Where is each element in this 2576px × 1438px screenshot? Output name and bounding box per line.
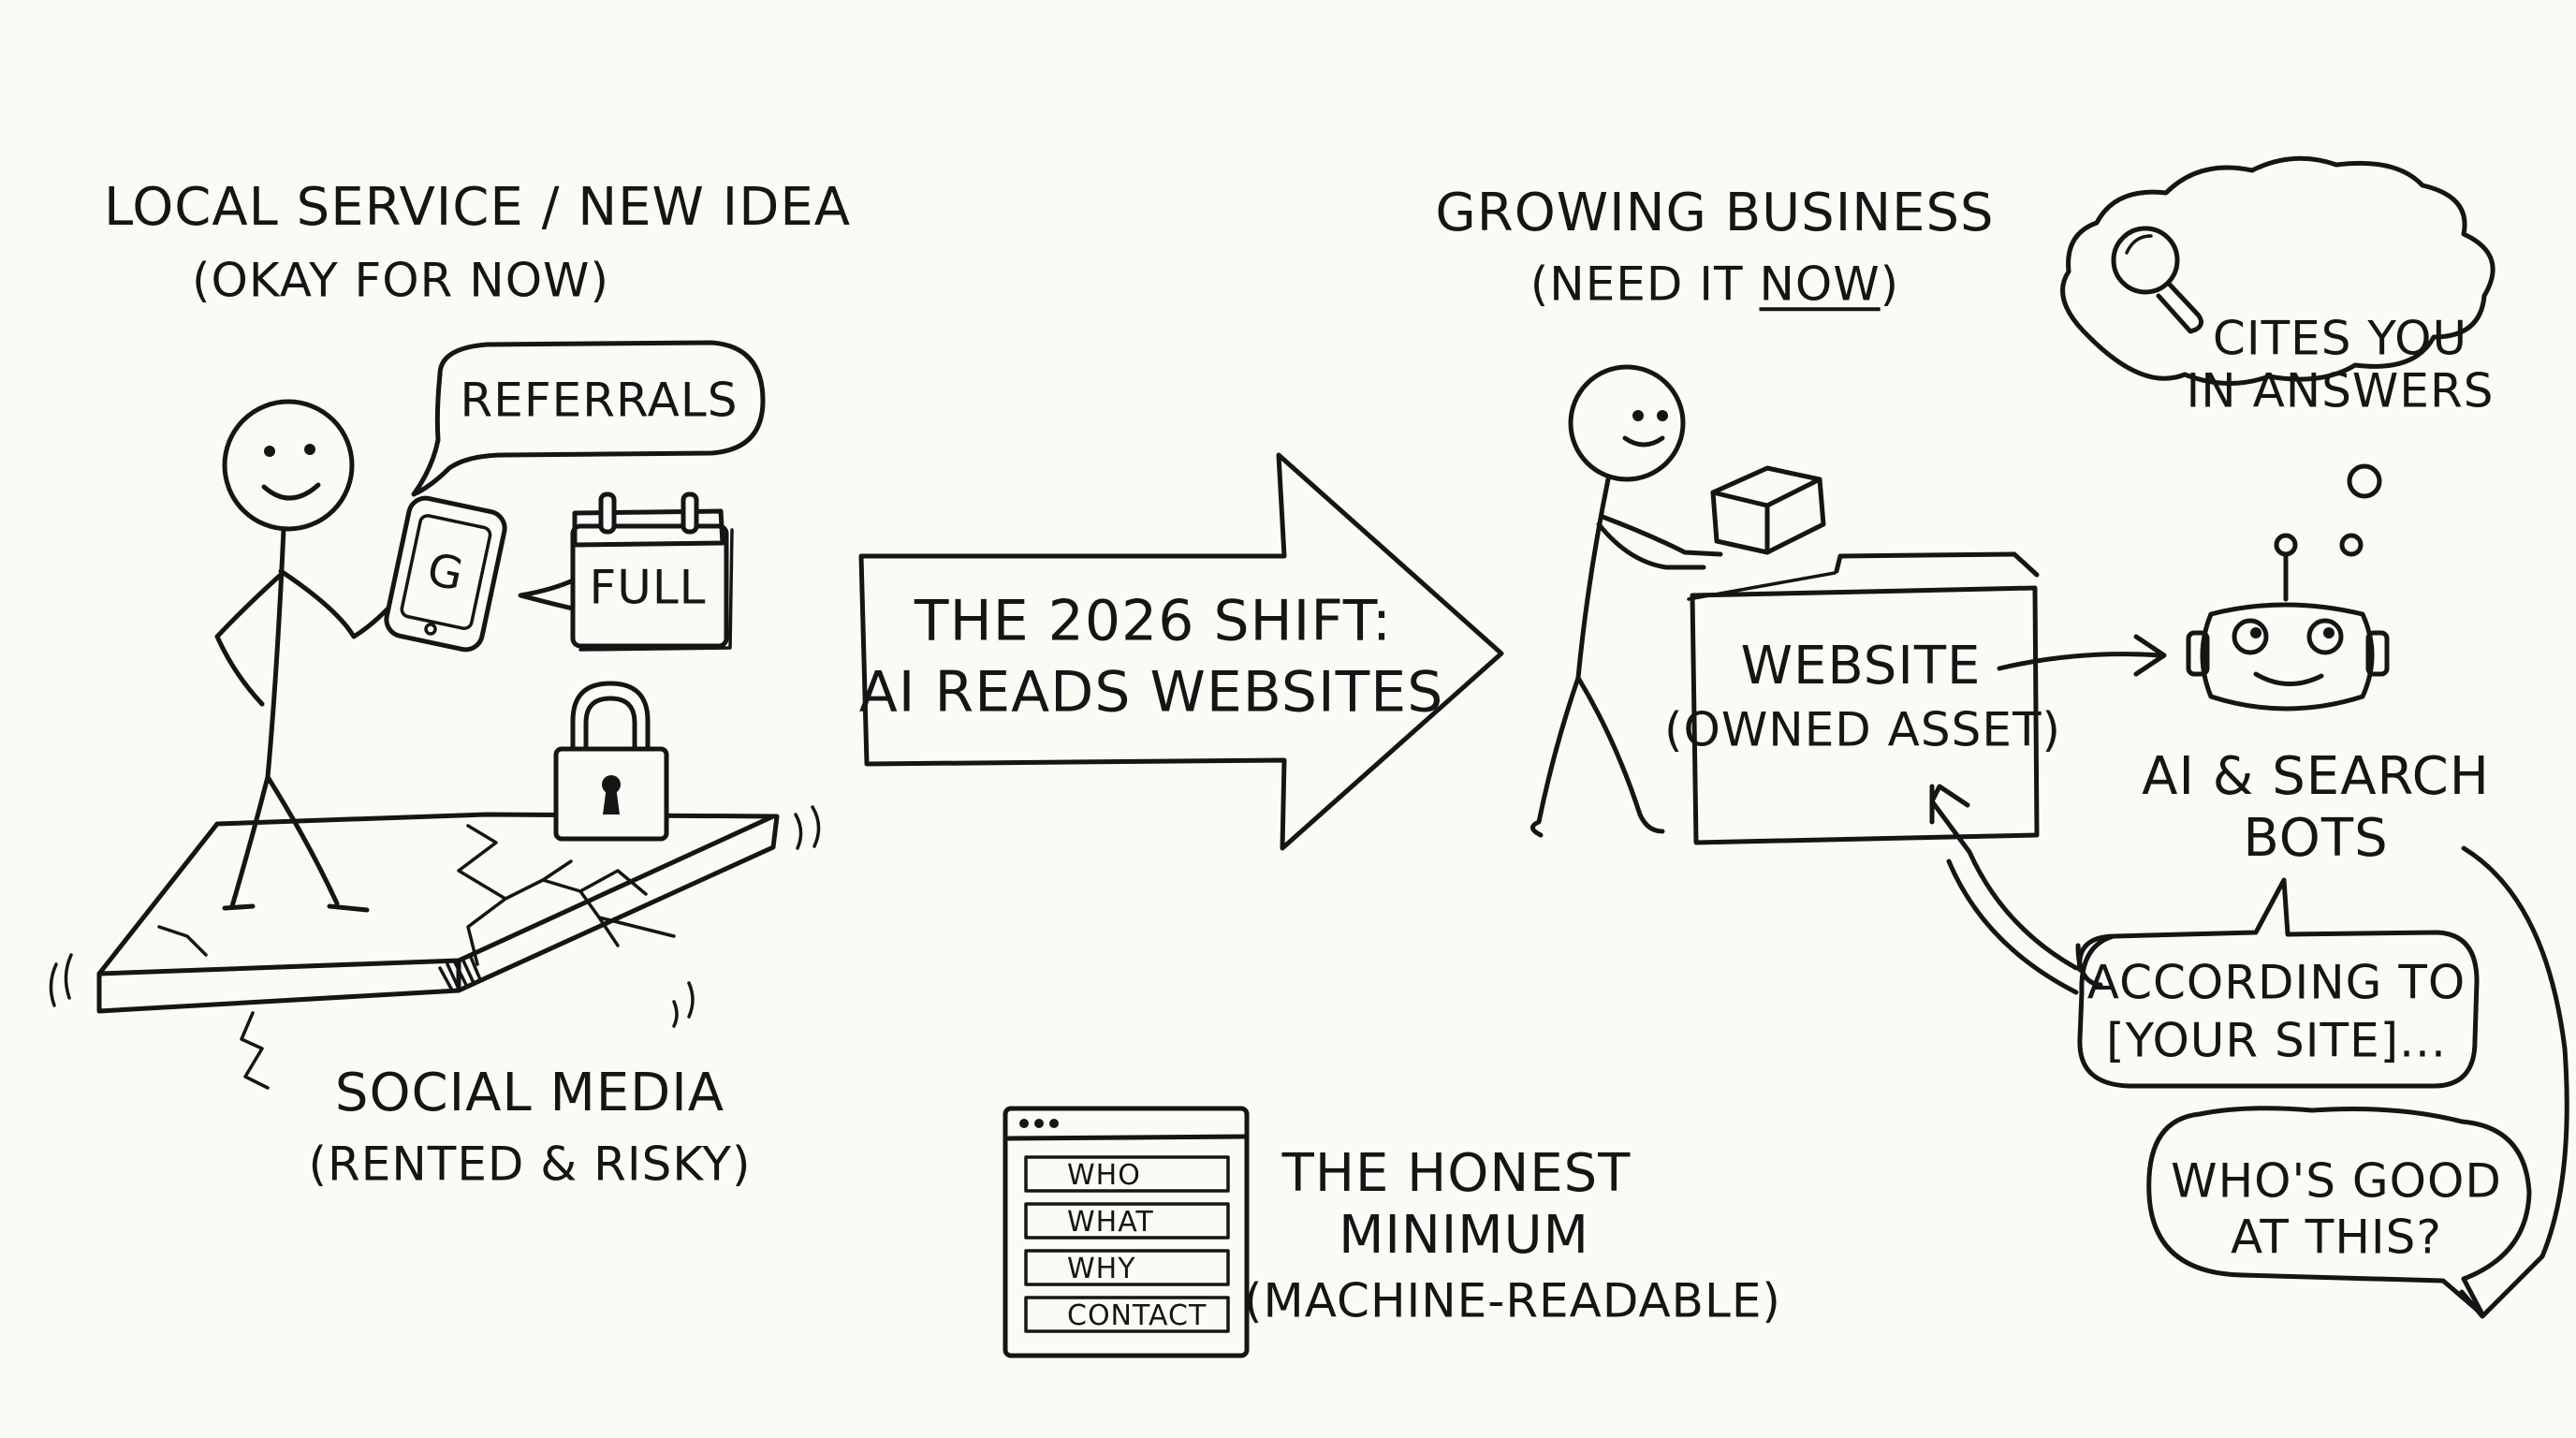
social-media-platform [49,805,821,1090]
calendar-icon [518,492,734,652]
robot-icon [2186,533,2390,712]
padlock-icon [553,681,669,842]
phone-icon [384,495,507,653]
shift-arrow [858,452,1504,851]
right-title: GROWING BUSINESS [1435,182,1995,243]
bots-to-question-tail [2459,845,2569,1319]
social-media-title: SOCIAL MEDIA [334,1062,725,1123]
left-title: LOCAL SERVICE / NEW IDEA [103,176,852,238]
arrow-line-2: AI READS WEBSITES [858,659,1444,726]
quote-bubble [2075,877,2480,1089]
quote-to-website-arrow [1929,784,2079,995]
minimum-line-2: MINIMUM [1339,1204,1589,1266]
thought-line-2: IN ANSWERS [2186,363,2495,418]
quote-line-1: ACCORDING TO [2086,955,2466,1010]
question-bubble [2146,1106,2532,1317]
magnifier-icon [2111,226,2203,334]
website-to-bots-arrow [1997,634,2167,677]
bots-line-2: BOTS [2243,807,2389,869]
question-line-1: WHO'S GOOD [2171,1153,2502,1209]
quote-line-2: [YOUR SITE]... [2106,1013,2447,1068]
left-subtitle: (OKAY FOR NOW) [192,253,609,308]
form-field-contact: CONTACT [1067,1299,1208,1332]
referrals-label: REFERRALS [460,373,739,428]
minimum-line-3: (MACHINE-READABLE) [1244,1273,1781,1328]
right-stick-figure [1530,364,1723,838]
left-stick-figure [214,399,415,913]
now-emphasis: NOW [1759,257,1881,312]
bots-line-1: AI & SEARCH [2142,745,2490,807]
form-field-what: WHAT [1067,1205,1154,1239]
social-media-subtitle: (RENTED & RISKY) [308,1137,752,1192]
form-field-who: WHO [1067,1158,1141,1192]
minimum-line-1: THE HONEST [1281,1142,1632,1204]
carried-box-icon [1710,465,1826,555]
form-field-why: WHY [1067,1252,1136,1285]
thought-line-1: CITES YOU [2212,311,2468,366]
website-box [1687,551,2040,845]
form-window [1003,1106,1250,1358]
thought-cloud [2060,155,2496,557]
website-box-title: WEBSITE [1740,635,1982,697]
referrals-bubble [411,340,766,497]
website-box-subtitle: (OWNED ASSET) [1663,702,2062,757]
right-subtitle: (NEED IT NOW) [1530,257,1900,312]
arrow-line-1: THE 2026 SHIFT: [914,588,1393,654]
question-line-2: AT THIS? [2231,1210,2442,1265]
calendar-full-label: FULL [589,560,707,615]
